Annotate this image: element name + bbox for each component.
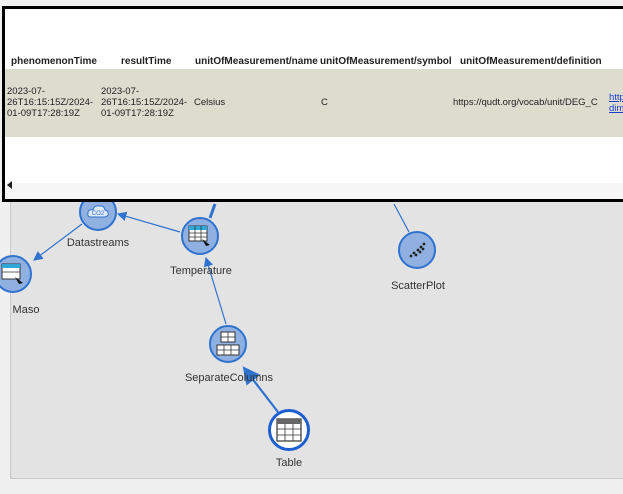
column-header-uom-definition[interactable]: unitOfMeasurement/definition <box>460 56 602 67</box>
svg-text:CO2: CO2 <box>92 211 105 217</box>
temperature-label: Temperature <box>170 265 232 277</box>
table-label: Table <box>275 457 303 469</box>
scatterplot-node[interactable] <box>398 231 436 269</box>
table-icon <box>188 225 210 246</box>
cell-uom-symbol: C <box>321 97 328 108</box>
column-header-uom-symbol[interactable]: unitOfMeasurement/symbol <box>320 56 452 67</box>
column-header-phenomenon-time[interactable]: phenomenonTime <box>11 56 97 67</box>
column-header-result-time[interactable]: resultTime <box>121 56 172 67</box>
separate-columns-icon <box>216 331 240 356</box>
scatter-icon <box>409 242 426 258</box>
cell-uom-definition: https://qudt.org/vocab/unit/DEG_C <box>453 97 598 108</box>
column-header-uom-name[interactable]: unitOfMeasurement/name <box>195 56 318 67</box>
separate-columns-label: SeparateColumns <box>184 372 274 384</box>
cell-extra-link[interactable]: http dim <box>609 92 623 114</box>
data-table-window: phenomenonTime resultTime unitOfMeasurem… <box>2 6 623 202</box>
table-node[interactable] <box>268 409 310 451</box>
table-icon <box>276 418 302 442</box>
cell-phenomenon-time: 2023-07- 26T16:15:15Z/2024- 01-09T17:28:… <box>7 86 94 119</box>
scatterplot-label: ScatterPlot <box>391 280 445 292</box>
co2-icon: CO2 <box>87 205 109 218</box>
datastreams-label: Datastreams <box>66 237 130 249</box>
horizontal-scrollbar[interactable] <box>5 183 623 199</box>
maso-label: Maso <box>12 304 40 316</box>
cell-uom-name: Celsius <box>194 97 226 108</box>
workflow-canvas[interactable] <box>10 195 623 479</box>
separate-columns-node[interactable] <box>209 325 247 363</box>
scroll-left-icon[interactable] <box>7 181 12 189</box>
temperature-node[interactable] <box>181 217 219 255</box>
cell-result-time: 2023-07- 26T16:15:15Z/2024- 01-09T17:28:… <box>101 86 188 119</box>
table-icon <box>1 263 23 284</box>
maso-node[interactable] <box>0 255 32 293</box>
table-row[interactable]: 2023-07- 26T16:15:15Z/2024- 01-09T17:28:… <box>5 69 623 137</box>
